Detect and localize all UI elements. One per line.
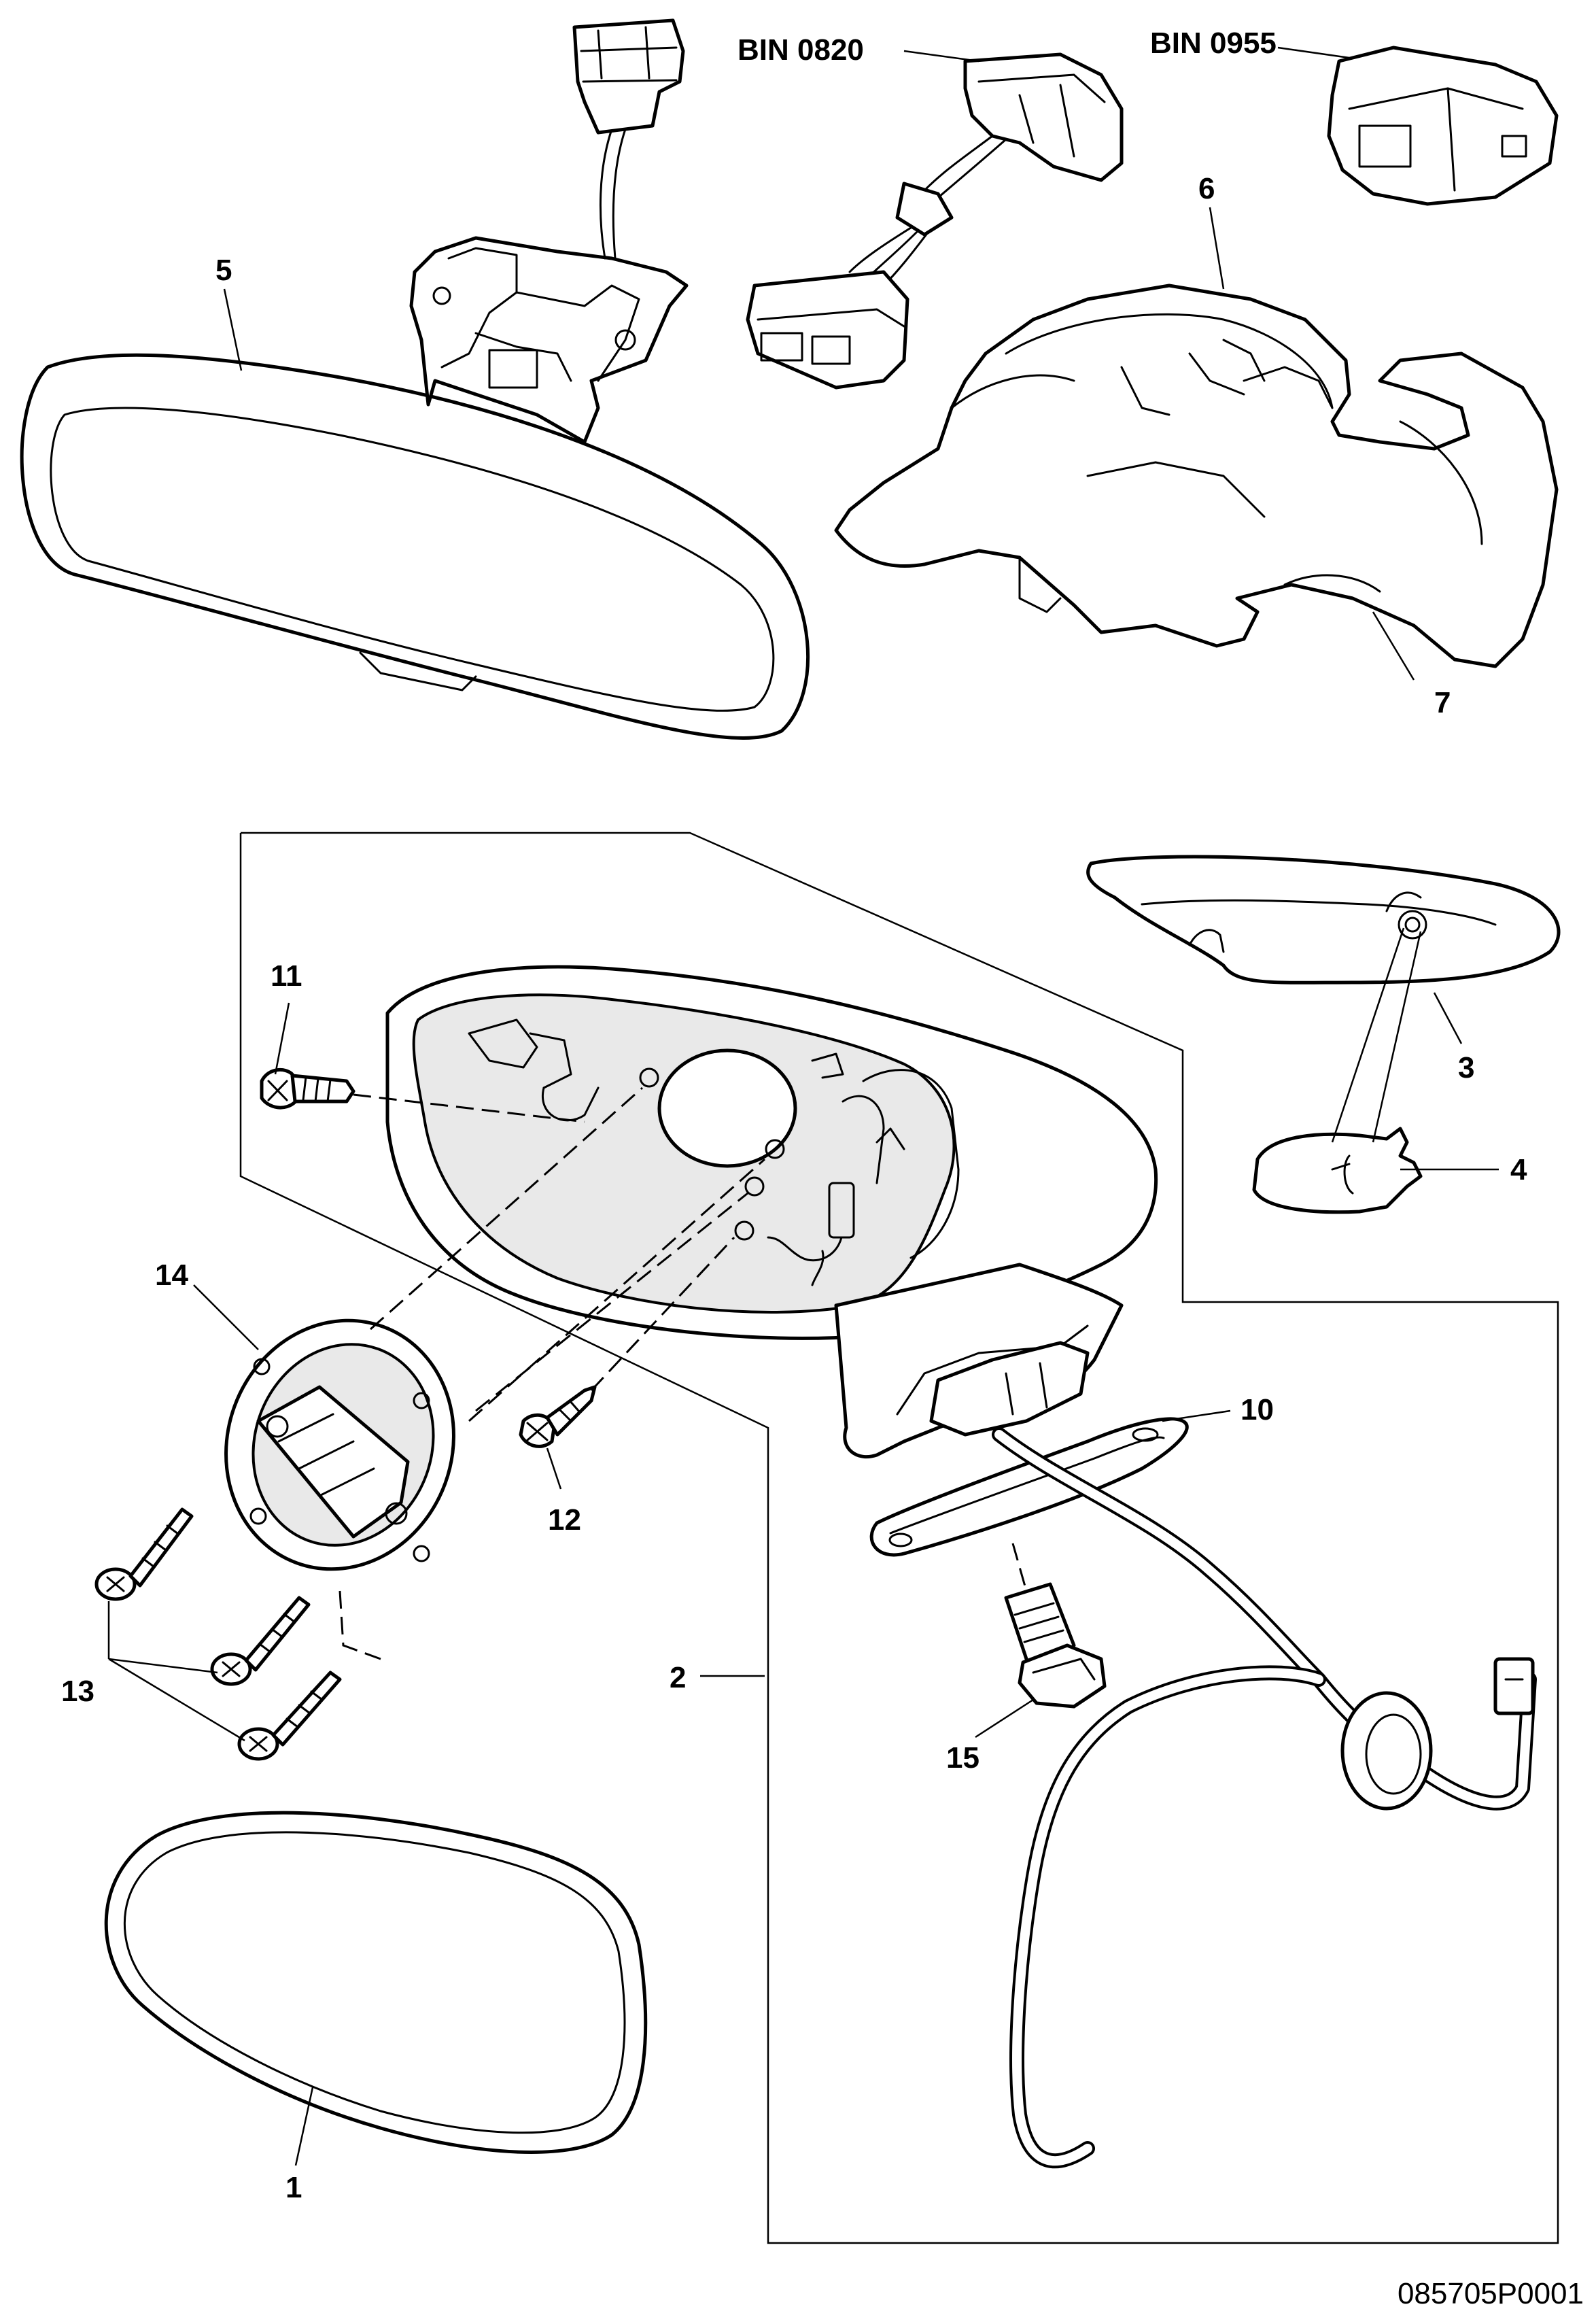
callout-11: 11 (271, 959, 302, 993)
callout-14: 14 (155, 1259, 188, 1292)
callout-13: 13 (61, 1675, 94, 1708)
callout-12: 12 (548, 1503, 581, 1537)
screw-part-13-b (210, 1596, 311, 1686)
callout-5: 5 (215, 254, 232, 287)
connector-bin-0955 (1327, 46, 1559, 206)
callout-labels: BIN 0820 BIN 0955 5 6 7 3 4 10 11 12 14 … (61, 27, 1584, 2310)
interior-mirror-part-5 (20, 18, 810, 740)
assembly-lines (339, 1086, 1028, 1660)
assembly-frame (239, 832, 1559, 2244)
callout-bin-0955: BIN 0955 (1150, 27, 1277, 60)
callout-7: 7 (1434, 686, 1451, 719)
connector-bin-0820 (746, 52, 1124, 390)
callout-10: 10 (1241, 1393, 1274, 1426)
gasket-part-10 (869, 1417, 1189, 1557)
mirror-cover-parts-6-7 (834, 284, 1559, 668)
callout-6: 6 (1198, 172, 1215, 205)
mirror-housing (385, 965, 1158, 1459)
screw-part-12 (519, 1385, 597, 1448)
screw-part-13-a (94, 1507, 194, 1601)
wiring-harness (992, 1427, 1537, 2169)
screw-part-11 (260, 1067, 355, 1110)
callout-1: 1 (285, 2171, 302, 2204)
cover-cap-part-3 (1086, 855, 1561, 985)
callout-4: 4 (1510, 1153, 1527, 1186)
bulb-part-4 (1252, 1127, 1423, 1214)
bolt-part-15 (1004, 1582, 1107, 1709)
callout-bin-0820: BIN 0820 (738, 33, 864, 67)
callout-2: 2 (670, 1661, 686, 1694)
callout-15: 15 (946, 1741, 979, 1775)
leader-lines (107, 46, 1499, 2166)
callout-3: 3 (1458, 1051, 1474, 1084)
screw-part-13-c (237, 1671, 342, 1761)
figure-code: 085705P0001 (1398, 2277, 1584, 2310)
mirror-glass-part-1 (104, 1811, 648, 2154)
motor-part-14 (224, 1318, 455, 1571)
